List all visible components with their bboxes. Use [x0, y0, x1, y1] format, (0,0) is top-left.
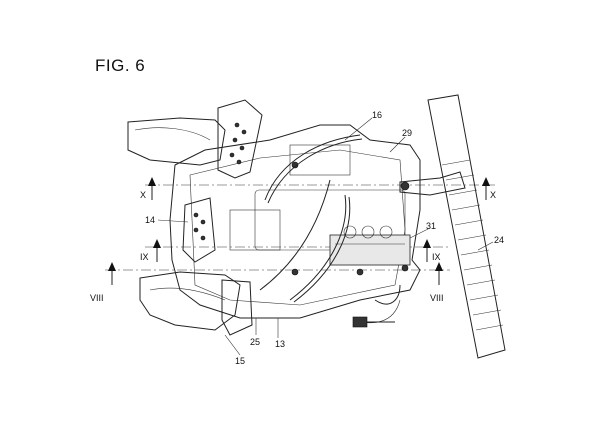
- connector: [352, 316, 395, 328]
- control-cluster: [182, 197, 216, 263]
- ref-31: 31: [426, 221, 436, 231]
- ref-25: 25: [250, 337, 260, 347]
- section-x-right: X: [490, 190, 496, 200]
- ref-24: 24: [494, 235, 504, 245]
- section-line-x: [145, 177, 495, 200]
- main-housing: [169, 124, 421, 319]
- leader-lines: [157, 117, 494, 356]
- section-x-left: X: [140, 190, 146, 200]
- ref-13: 13: [275, 339, 285, 349]
- figure-title: FIG. 6: [95, 56, 146, 75]
- lower-handgrip: [139, 271, 253, 336]
- section-viii-left: VIII: [90, 293, 104, 303]
- ref-15: 15: [235, 356, 245, 366]
- section-line-viii: [105, 262, 450, 285]
- rail-strip: [399, 94, 506, 359]
- hoses: [259, 134, 401, 324]
- upper-handgrip: [127, 99, 263, 179]
- section-ix-right: IX: [432, 252, 441, 262]
- section-viii-right: VIII: [430, 293, 444, 303]
- section-ix-left: IX: [140, 252, 149, 262]
- ref-29: 29: [402, 128, 412, 138]
- ref-16: 16: [372, 110, 382, 120]
- ref-14: 14: [145, 215, 155, 225]
